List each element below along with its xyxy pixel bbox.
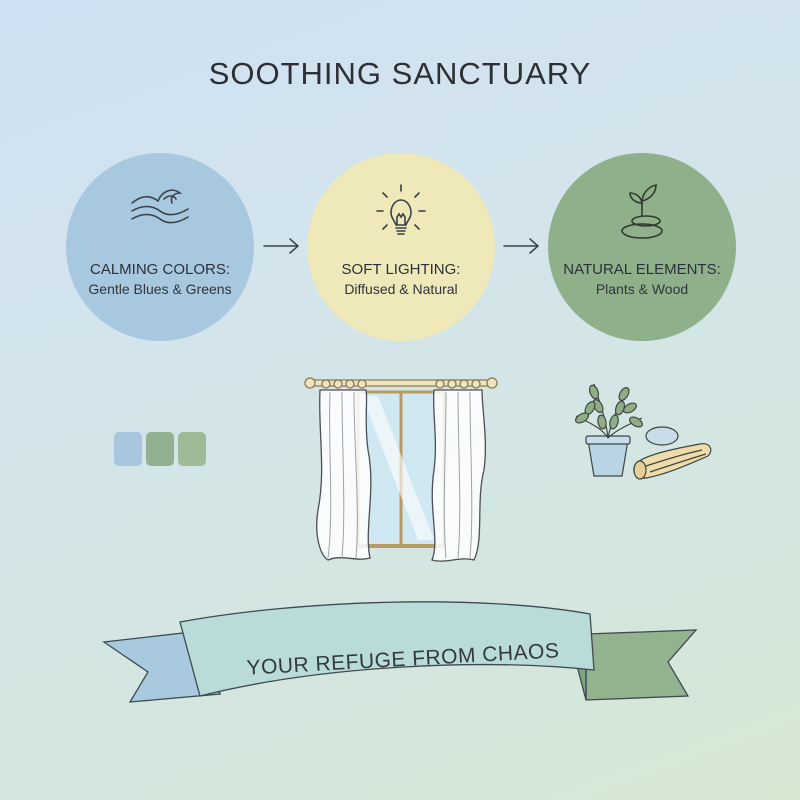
arrow-right-icon <box>503 238 540 254</box>
color-swatch <box>146 432 174 466</box>
step-detail: Gentle Blues & Greens <box>88 281 232 297</box>
soft-lighting-circle: SOFT LIGHTING: Diffused & Natural <box>307 153 495 341</box>
step-heading: CALMING COLORS: <box>89 261 231 278</box>
waves-icon <box>131 189 189 224</box>
arrow-right-icon <box>263 238 300 254</box>
window-curtains-illustration <box>304 377 498 562</box>
step-heading: SOFT LIGHTING: <box>341 261 461 278</box>
ribbon-banner <box>102 601 698 703</box>
color-swatch <box>178 432 206 466</box>
step-heading: NATURAL ELEMENTS: <box>563 261 721 278</box>
sprout-stones-icon <box>621 183 663 239</box>
step-detail: Plants & Wood <box>595 281 689 297</box>
plant-stone-wood-illustration <box>575 383 712 480</box>
color-swatch <box>114 432 142 466</box>
calming-colors-circle: CALMING COLORS: Gentle Blues & Greens <box>66 153 254 341</box>
page-title: SOOTHING SANCTUARY <box>208 56 592 91</box>
lightbulb-icon <box>376 184 426 235</box>
step-detail: Diffused & Natural <box>344 281 458 297</box>
natural-elements-circle: NATURAL ELEMENTS: Plants & Wood <box>548 153 736 341</box>
